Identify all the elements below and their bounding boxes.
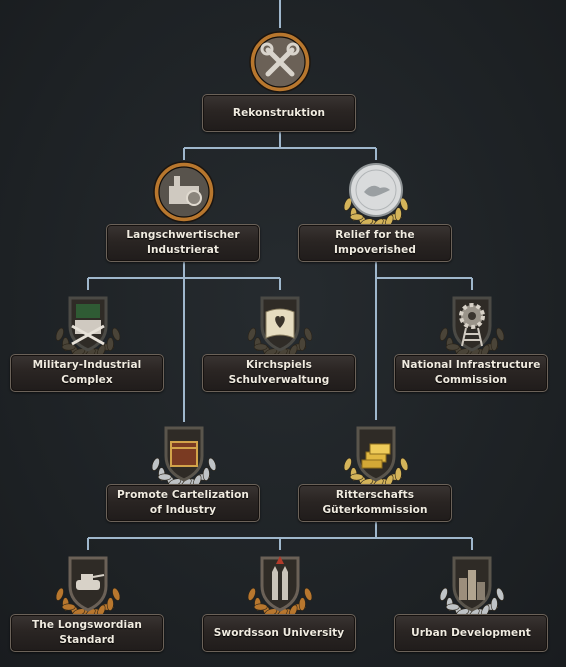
factory-crossed-rifles-icon (48, 282, 128, 362)
focus-label: Langschwertischer Industrierat (106, 224, 260, 262)
focus-label: Ritterschafts Güterkommission (298, 484, 452, 522)
crossed-wrenches-icon (240, 22, 320, 102)
focus-label: Military-Industrial Complex (10, 354, 164, 392)
gear-railway-icon (432, 282, 512, 362)
focus-label: Relief for the Impoverished (298, 224, 452, 262)
laurel-wreath (55, 327, 121, 360)
focus-label: Urban Development (394, 614, 548, 652)
focus-kirchspiels-schulverwaltung[interactable]: Kirchspiels Schulverwaltung (202, 0, 356, 392)
treasure-chest-icon (144, 412, 224, 492)
focus-military-industrial-complex[interactable]: Military-Industrial Complex (10, 0, 164, 392)
factory-gear-icon (144, 152, 224, 232)
university-towers-icon (240, 542, 320, 622)
city-skyline-icon (432, 542, 512, 622)
focus-promote-cartelization-of-industry[interactable]: Promote Cartelization of Industry (106, 0, 260, 522)
focus-label: The Longswordian Standard (10, 614, 164, 652)
gold-bars-icon (336, 412, 416, 492)
focus-ritterschafts-guterkommission[interactable]: Ritterschafts Güterkommission (298, 0, 452, 522)
focus-langschwertischer-industrierat[interactable]: Langschwertischer Industrierat (106, 0, 260, 262)
open-book-heart-icon (240, 282, 320, 362)
focus-label: Kirchspiels Schulverwaltung (202, 354, 356, 392)
focus-label: Rekonstruktion (202, 94, 356, 132)
focus-national-infrastructure-commission[interactable]: National Infrastructure Commission (394, 0, 548, 392)
laurel-wreath (439, 587, 505, 620)
focus-swordsson-university[interactable]: Swordsson University (202, 0, 356, 652)
focus-urban-development[interactable]: Urban Development (394, 0, 548, 652)
silver-coin-icon (336, 152, 416, 232)
focus-label: National Infrastructure Commission (394, 354, 548, 392)
tank-shield-icon (48, 542, 128, 622)
focus-relief-for-the-impoverished[interactable]: Relief for the Impoverished (298, 0, 452, 262)
focus-the-longswordian-standard[interactable]: The Longswordian Standard (10, 0, 164, 652)
focus-label: Promote Cartelization of Industry (106, 484, 260, 522)
laurel-wreath (343, 457, 409, 490)
focus-rekonstruktion[interactable]: Rekonstruktion (202, 0, 356, 132)
focus-label: Swordsson University (202, 614, 356, 652)
